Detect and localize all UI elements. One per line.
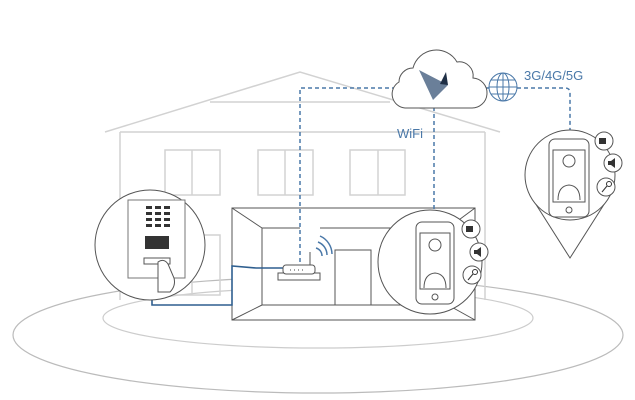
- speaker-icon: [469, 242, 489, 262]
- mobile-network-label: 3G/4G/5G: [524, 68, 584, 83]
- doorbell-panel-icon: [94, 189, 206, 301]
- smartphone-icon: [415, 221, 455, 305]
- globe-icon: [488, 72, 518, 102]
- wifi-label: WiFi: [397, 126, 423, 141]
- video-icon: [461, 219, 481, 239]
- key-icon: [462, 265, 482, 285]
- network-cable: [151, 265, 286, 306]
- router-icon: [277, 235, 333, 281]
- door: [334, 249, 372, 306]
- cloud-icon: [391, 49, 488, 109]
- local-phone-view: [377, 209, 489, 315]
- house-outline: [104, 71, 501, 300]
- location-pin-icon: [524, 129, 623, 259]
